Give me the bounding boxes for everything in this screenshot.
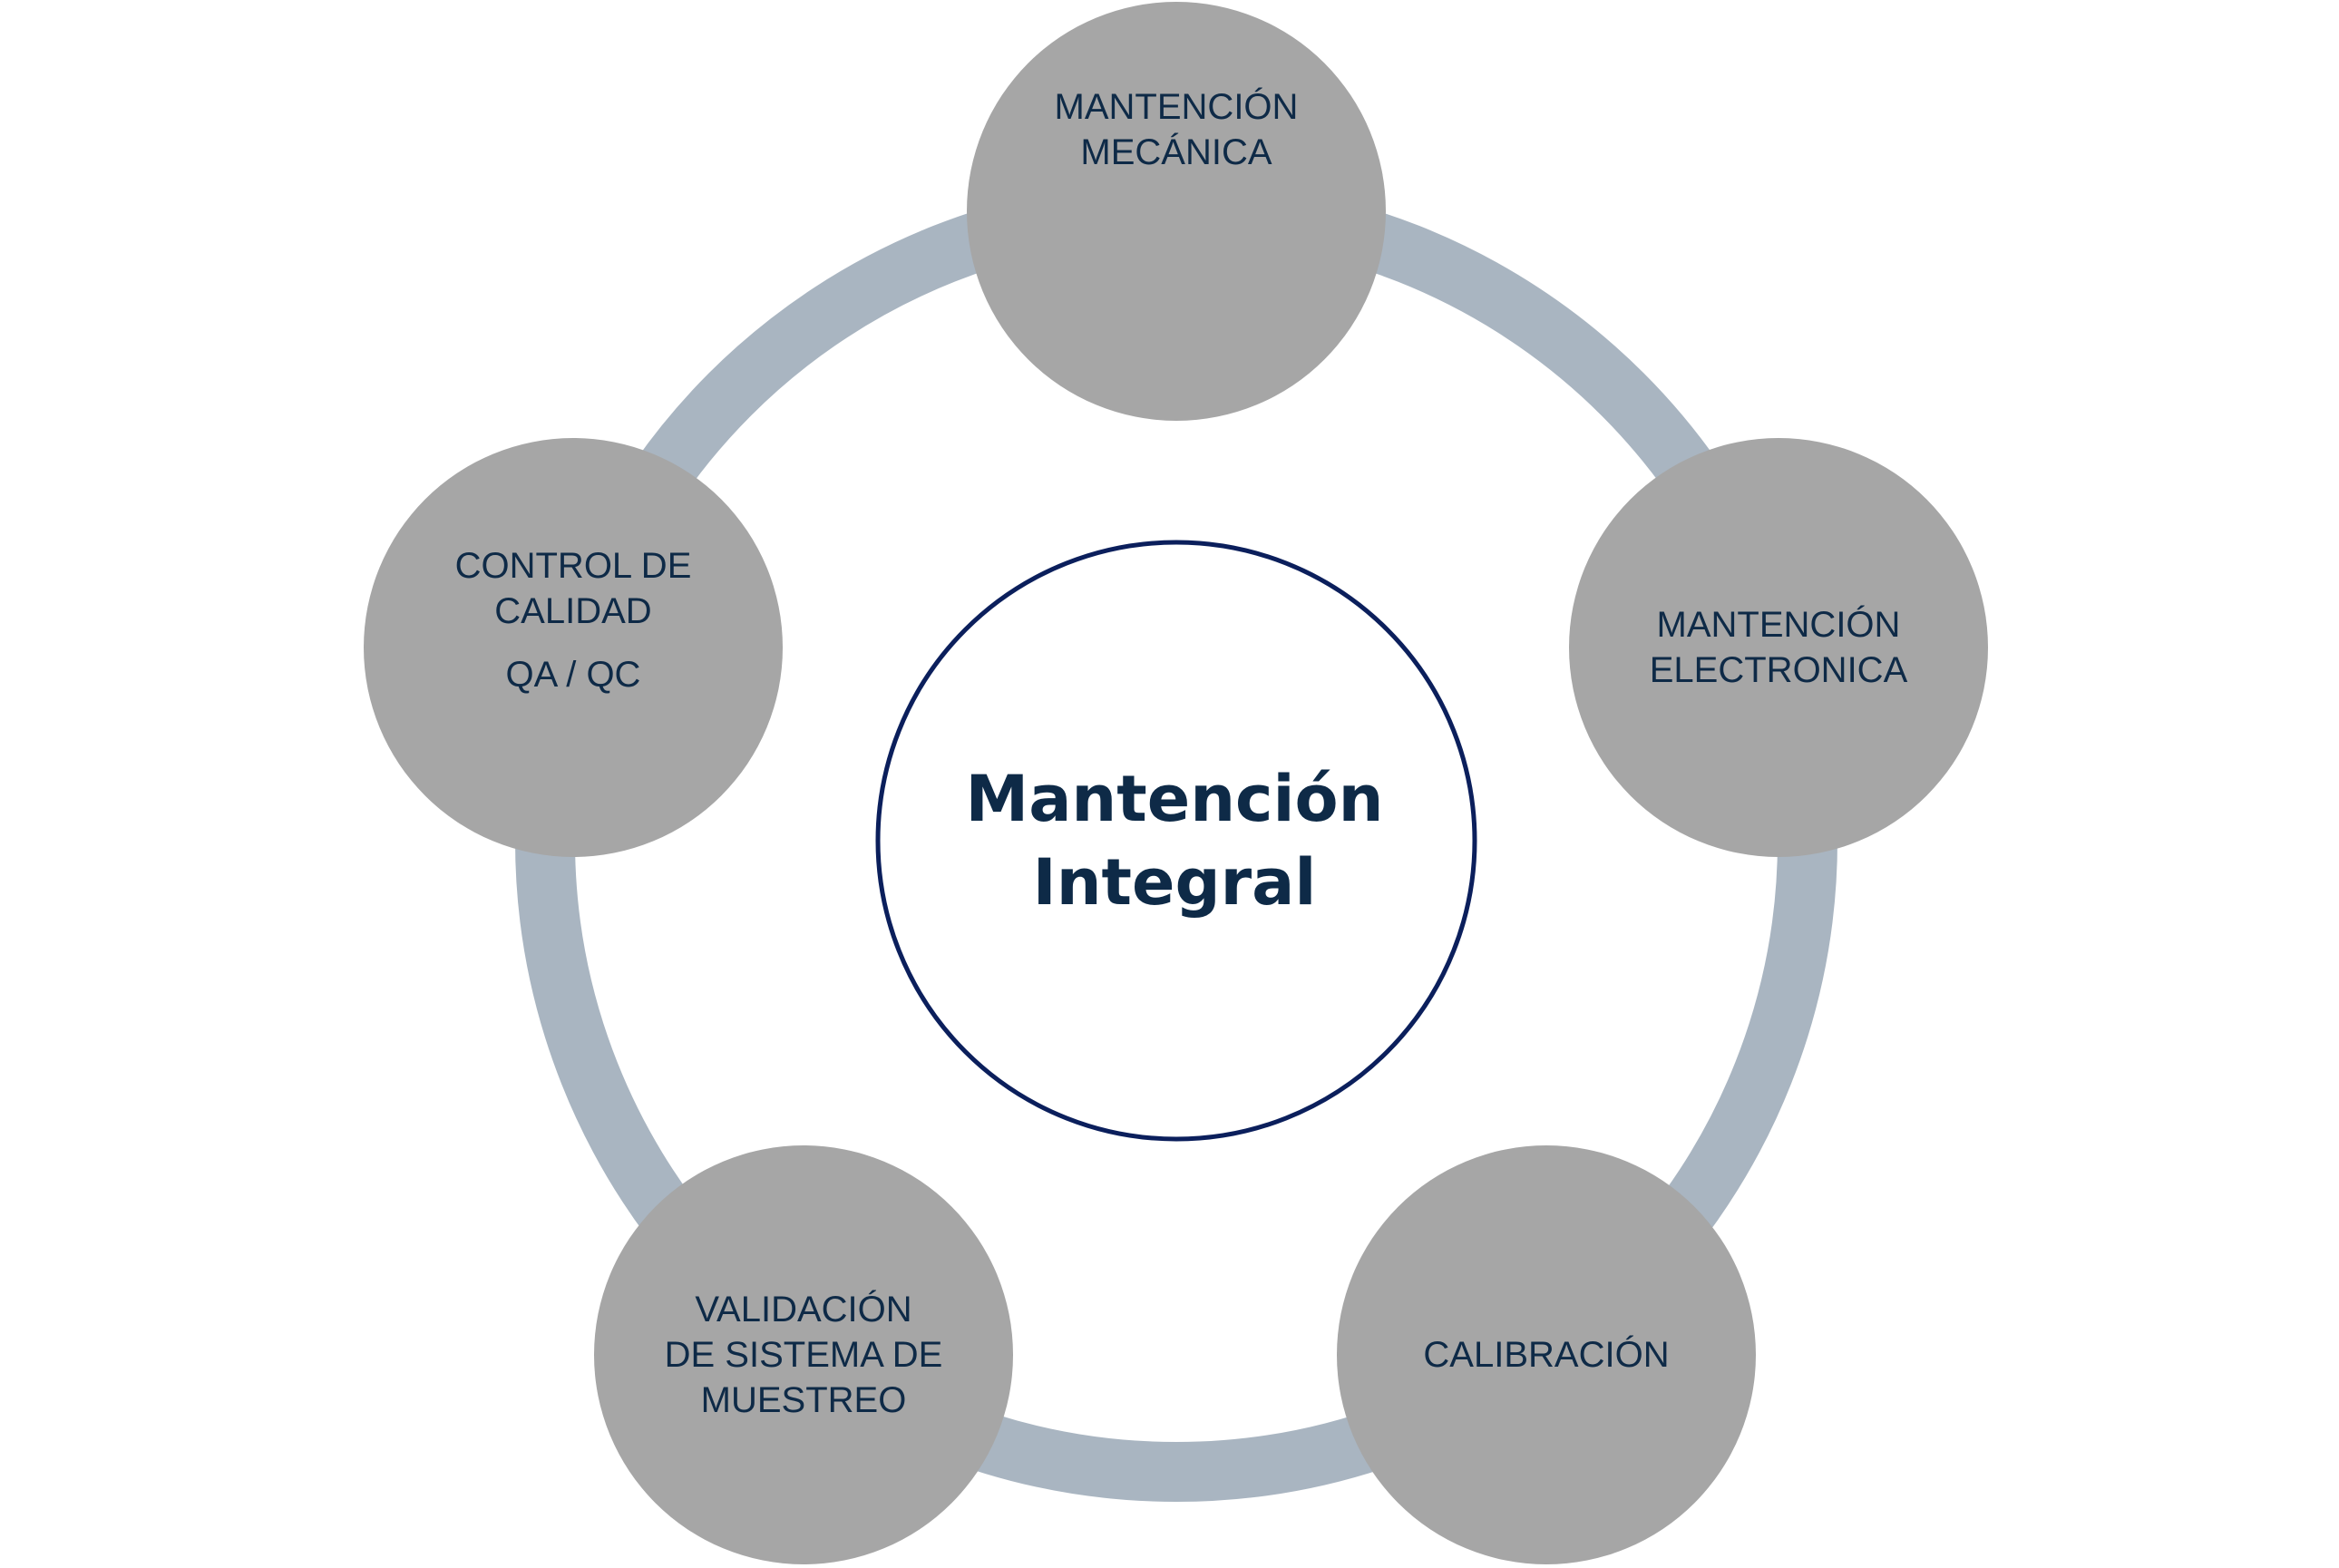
node-label-line: QA / QC — [505, 655, 641, 695]
node-mantencion-electronica: MANTENCIÓN ELECTRONICA — [1569, 438, 1988, 857]
node-calibracion: CALIBRACIÓN — [1337, 1145, 1756, 1564]
node-label-line: MECÁNICA — [1080, 132, 1272, 172]
center-circle — [875, 540, 1477, 1142]
center-title: Mantención Integral — [876, 542, 1473, 1139]
node-label-line: ELECTRONICA — [1649, 650, 1908, 690]
node-control-de-calidad: CONTROL DE CALIDAD QA / QC — [364, 438, 783, 857]
node-label-line: CONTROL DE — [454, 546, 692, 586]
node-label: CONTROL DE CALIDAD QA / QC — [455, 543, 692, 697]
node-label: MANTENCIÓN ELECTRONICA — [1650, 602, 1908, 693]
center-title-line-2: Integral — [1032, 845, 1317, 920]
node-label-line: MANTENCIÓN — [1054, 87, 1299, 127]
node-label: MANTENCIÓN MECÁNICA — [1055, 84, 1299, 175]
node-label-line: CALIBRACIÓN — [1423, 1335, 1670, 1375]
node-label-line: DE SISTEMA DE — [664, 1335, 943, 1375]
node-label-line: MANTENCIÓN — [1656, 605, 1901, 645]
node-validacion-sistema-muestreo: VALIDACIÓN DE SISTEMA DE MUESTREO — [594, 1145, 1013, 1564]
node-mantencion-mecanica: MANTENCIÓN MECÁNICA — [967, 2, 1386, 421]
node-label: CALIBRACIÓN — [1423, 1332, 1669, 1378]
center-title-line-1: Mantención — [965, 762, 1384, 836]
node-label-line: VALIDACIÓN — [695, 1290, 912, 1329]
node-label: VALIDACIÓN DE SISTEMA DE MUESTREO — [665, 1287, 943, 1423]
node-label-line: MUESTREO — [700, 1380, 907, 1420]
node-label-line: CALIDAD — [494, 591, 652, 631]
